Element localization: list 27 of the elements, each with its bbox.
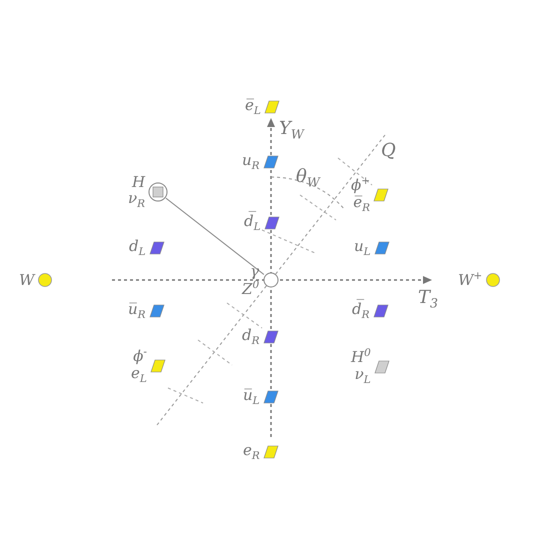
particle-label: H$^{0}$	[351, 348, 371, 366]
particle-label: ϕ$^{-}$	[133, 347, 147, 364]
particle-label: u̅$_{R}$	[128, 300, 146, 322]
particle-label: ν$_{L}$	[354, 366, 371, 386]
particle-label: W	[19, 272, 34, 288]
particle-label: u$_{L}$	[354, 238, 371, 258]
particle-label: d̅$_{L}$	[244, 212, 261, 234]
particle-label: u̅$_{L}$	[243, 386, 260, 408]
particle-label: ϕ$^{+}$	[351, 176, 370, 194]
particle-label: W$^{+}$	[458, 271, 482, 288]
particle-label: d$_{R}$	[242, 326, 260, 348]
particle-label: e$_{R}$	[243, 442, 260, 462]
particle-label: e̅$_{R}$	[353, 194, 370, 214]
particle-label: ν$_{R}$	[128, 190, 146, 211]
particle-label: Z$^{0}$	[242, 280, 260, 297]
particle-label: H	[132, 174, 146, 190]
axis-label: θ$_{W}$	[296, 166, 320, 190]
axis-label: Q	[381, 140, 396, 161]
particle-label: u$_{R}$	[242, 152, 260, 172]
connector-line	[165, 198, 264, 275]
particle-label: d$_{L}$	[129, 238, 146, 258]
axis-label: Y$_{W}$	[279, 118, 304, 142]
particle-label: γ	[250, 263, 260, 280]
particle-label: d̅$_{R}$	[352, 300, 370, 322]
particle-label: e̅$_{L}$	[245, 96, 261, 118]
particle-label: e$_{L}$	[131, 364, 147, 386]
axis-label: T$_{3}$	[418, 287, 438, 311]
